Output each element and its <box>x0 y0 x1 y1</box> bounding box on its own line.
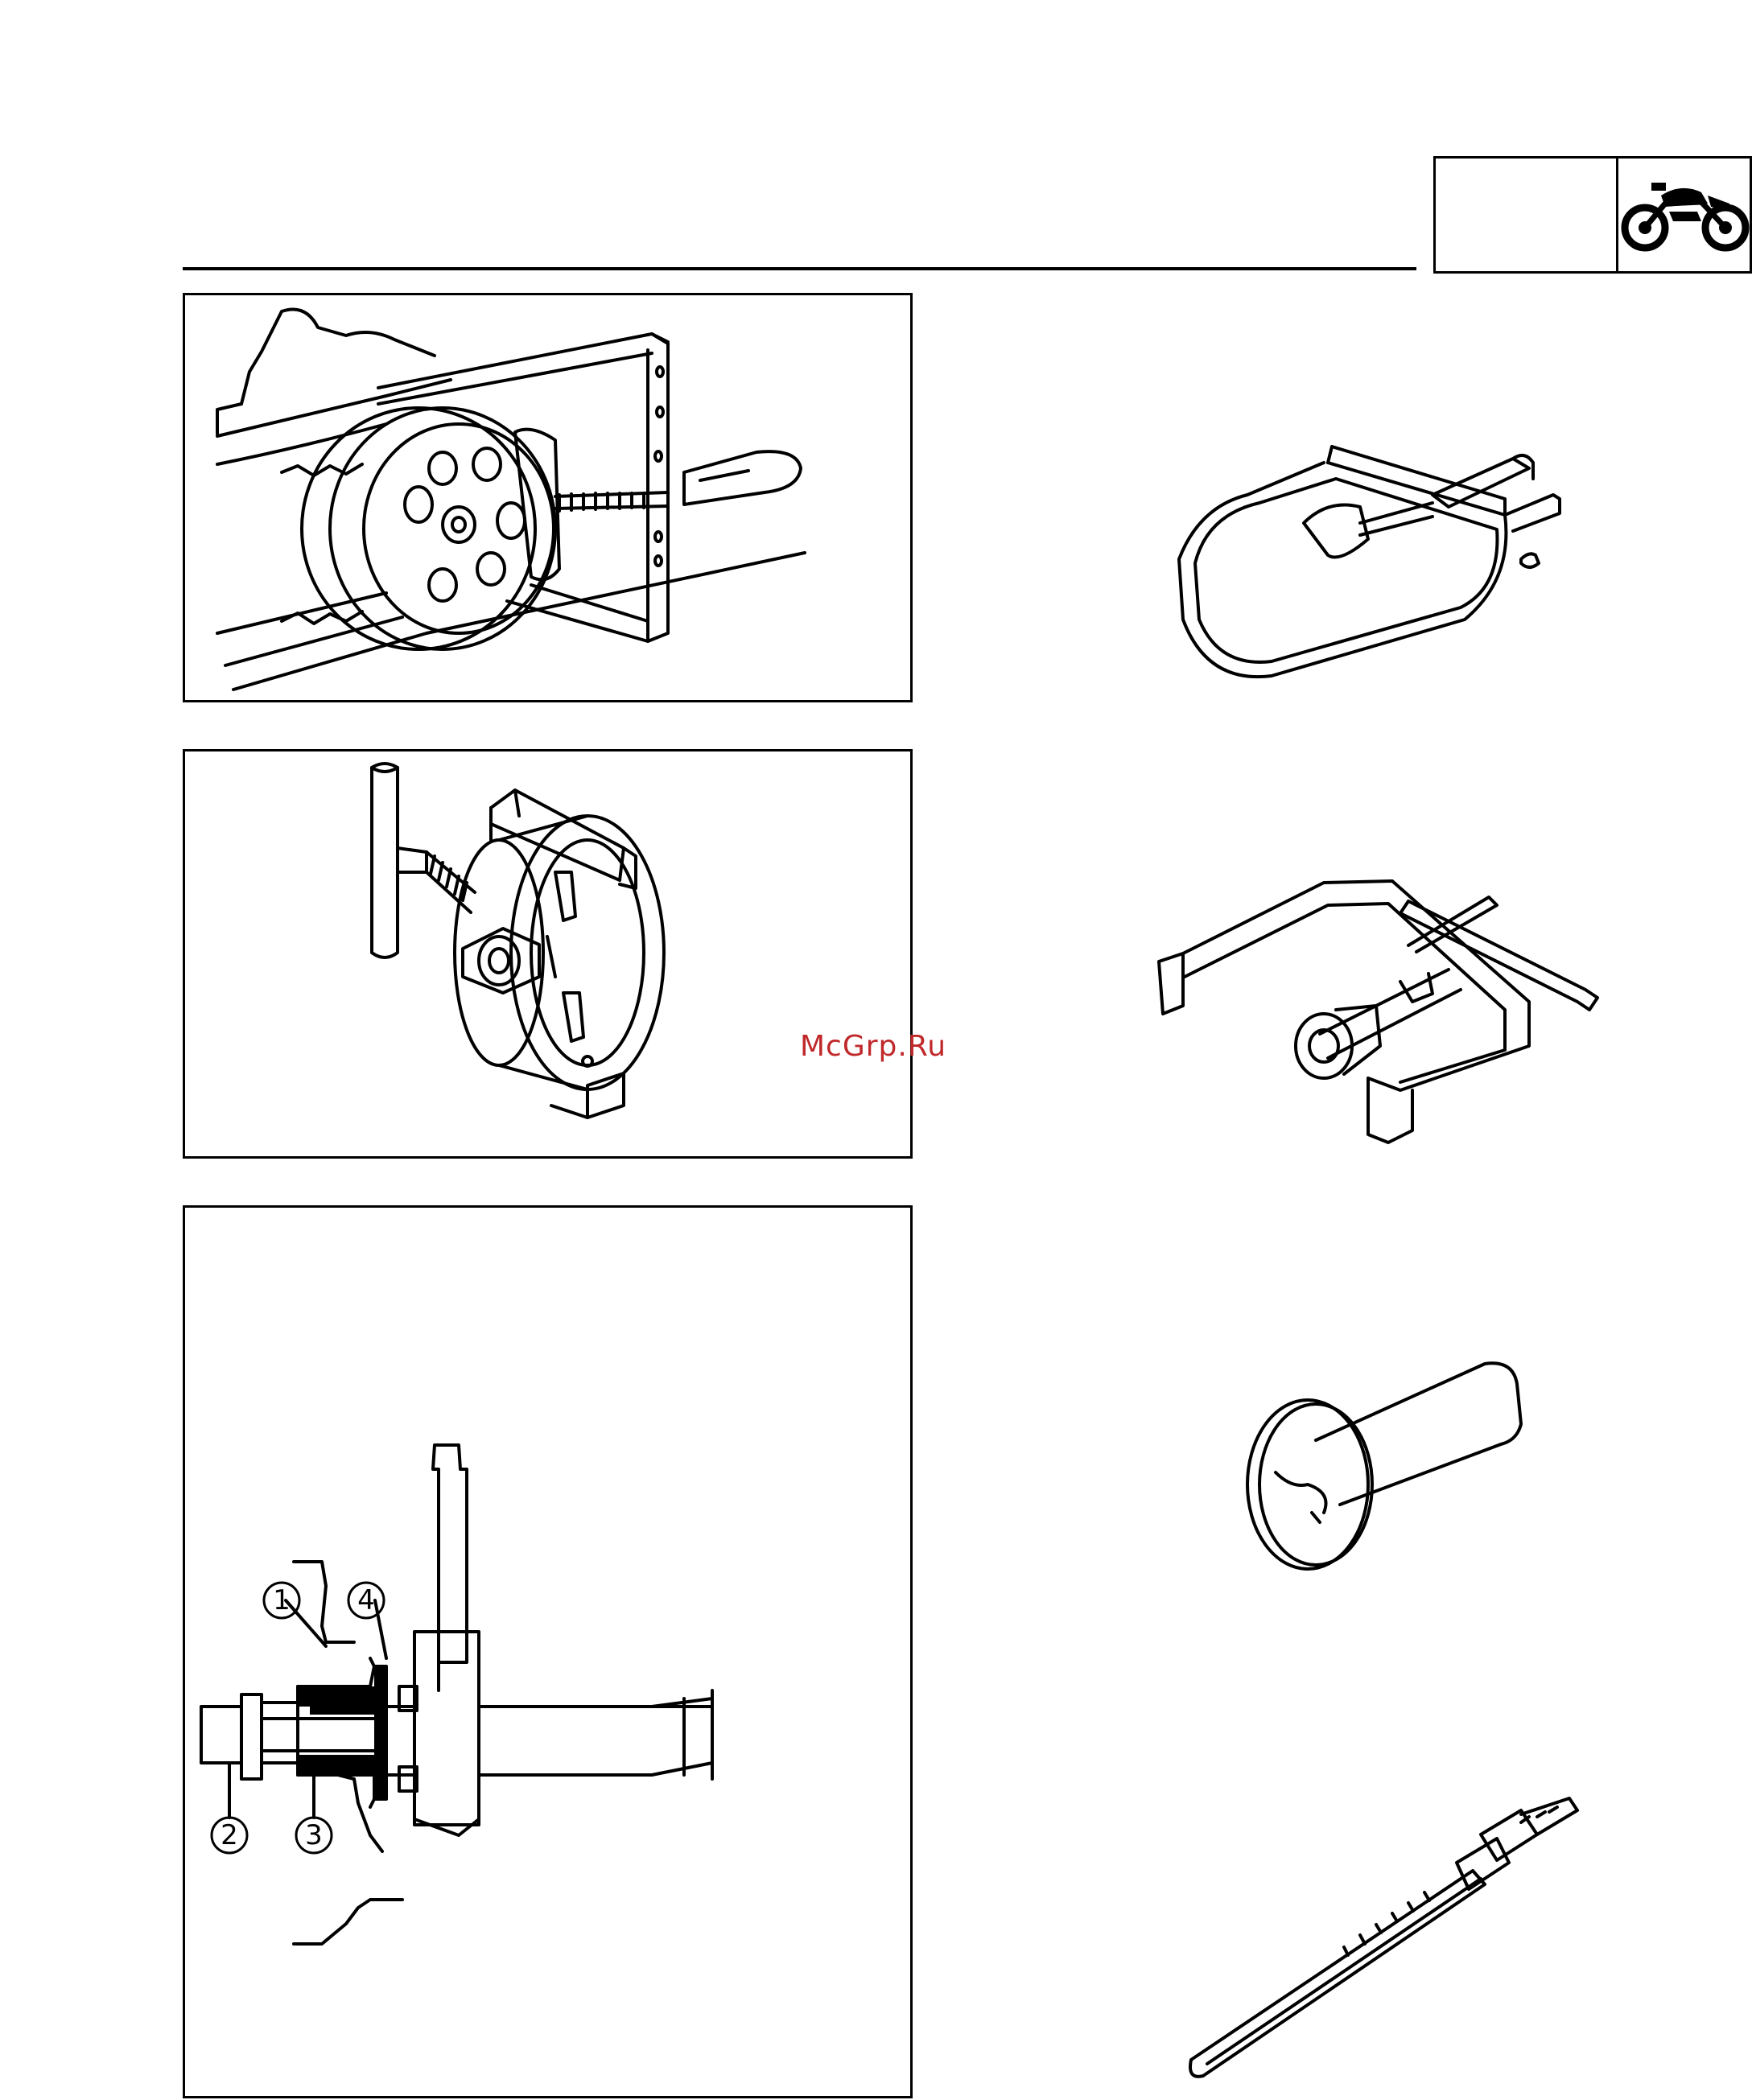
section-tab-divider <box>1616 159 1618 271</box>
section-tab-box <box>1433 156 1752 274</box>
figure-clutch-spring-holder-installed <box>183 749 913 1159</box>
figure-sheave-holder-installed <box>183 293 913 702</box>
sheave-holder-tool <box>1175 418 1610 684</box>
callout-2: 2 <box>221 1819 238 1851</box>
header-rule <box>183 267 1416 270</box>
crankshaft-installer-bolt-tool <box>1183 1794 1593 2100</box>
callout-1: 1 <box>273 1584 291 1616</box>
watermark-text: McGrp.Ru <box>800 1030 946 1063</box>
motorcycle-icon <box>1621 171 1750 260</box>
crankshaft-installer-pot-tool <box>1243 1352 1533 1577</box>
figure-crankshaft-installer-section: 1 4 2 3 <box>183 1205 913 2098</box>
callout-3: 3 <box>305 1819 323 1851</box>
clutch-spring-holder-tool <box>1151 865 1626 1163</box>
callout-4: 4 <box>357 1584 375 1616</box>
